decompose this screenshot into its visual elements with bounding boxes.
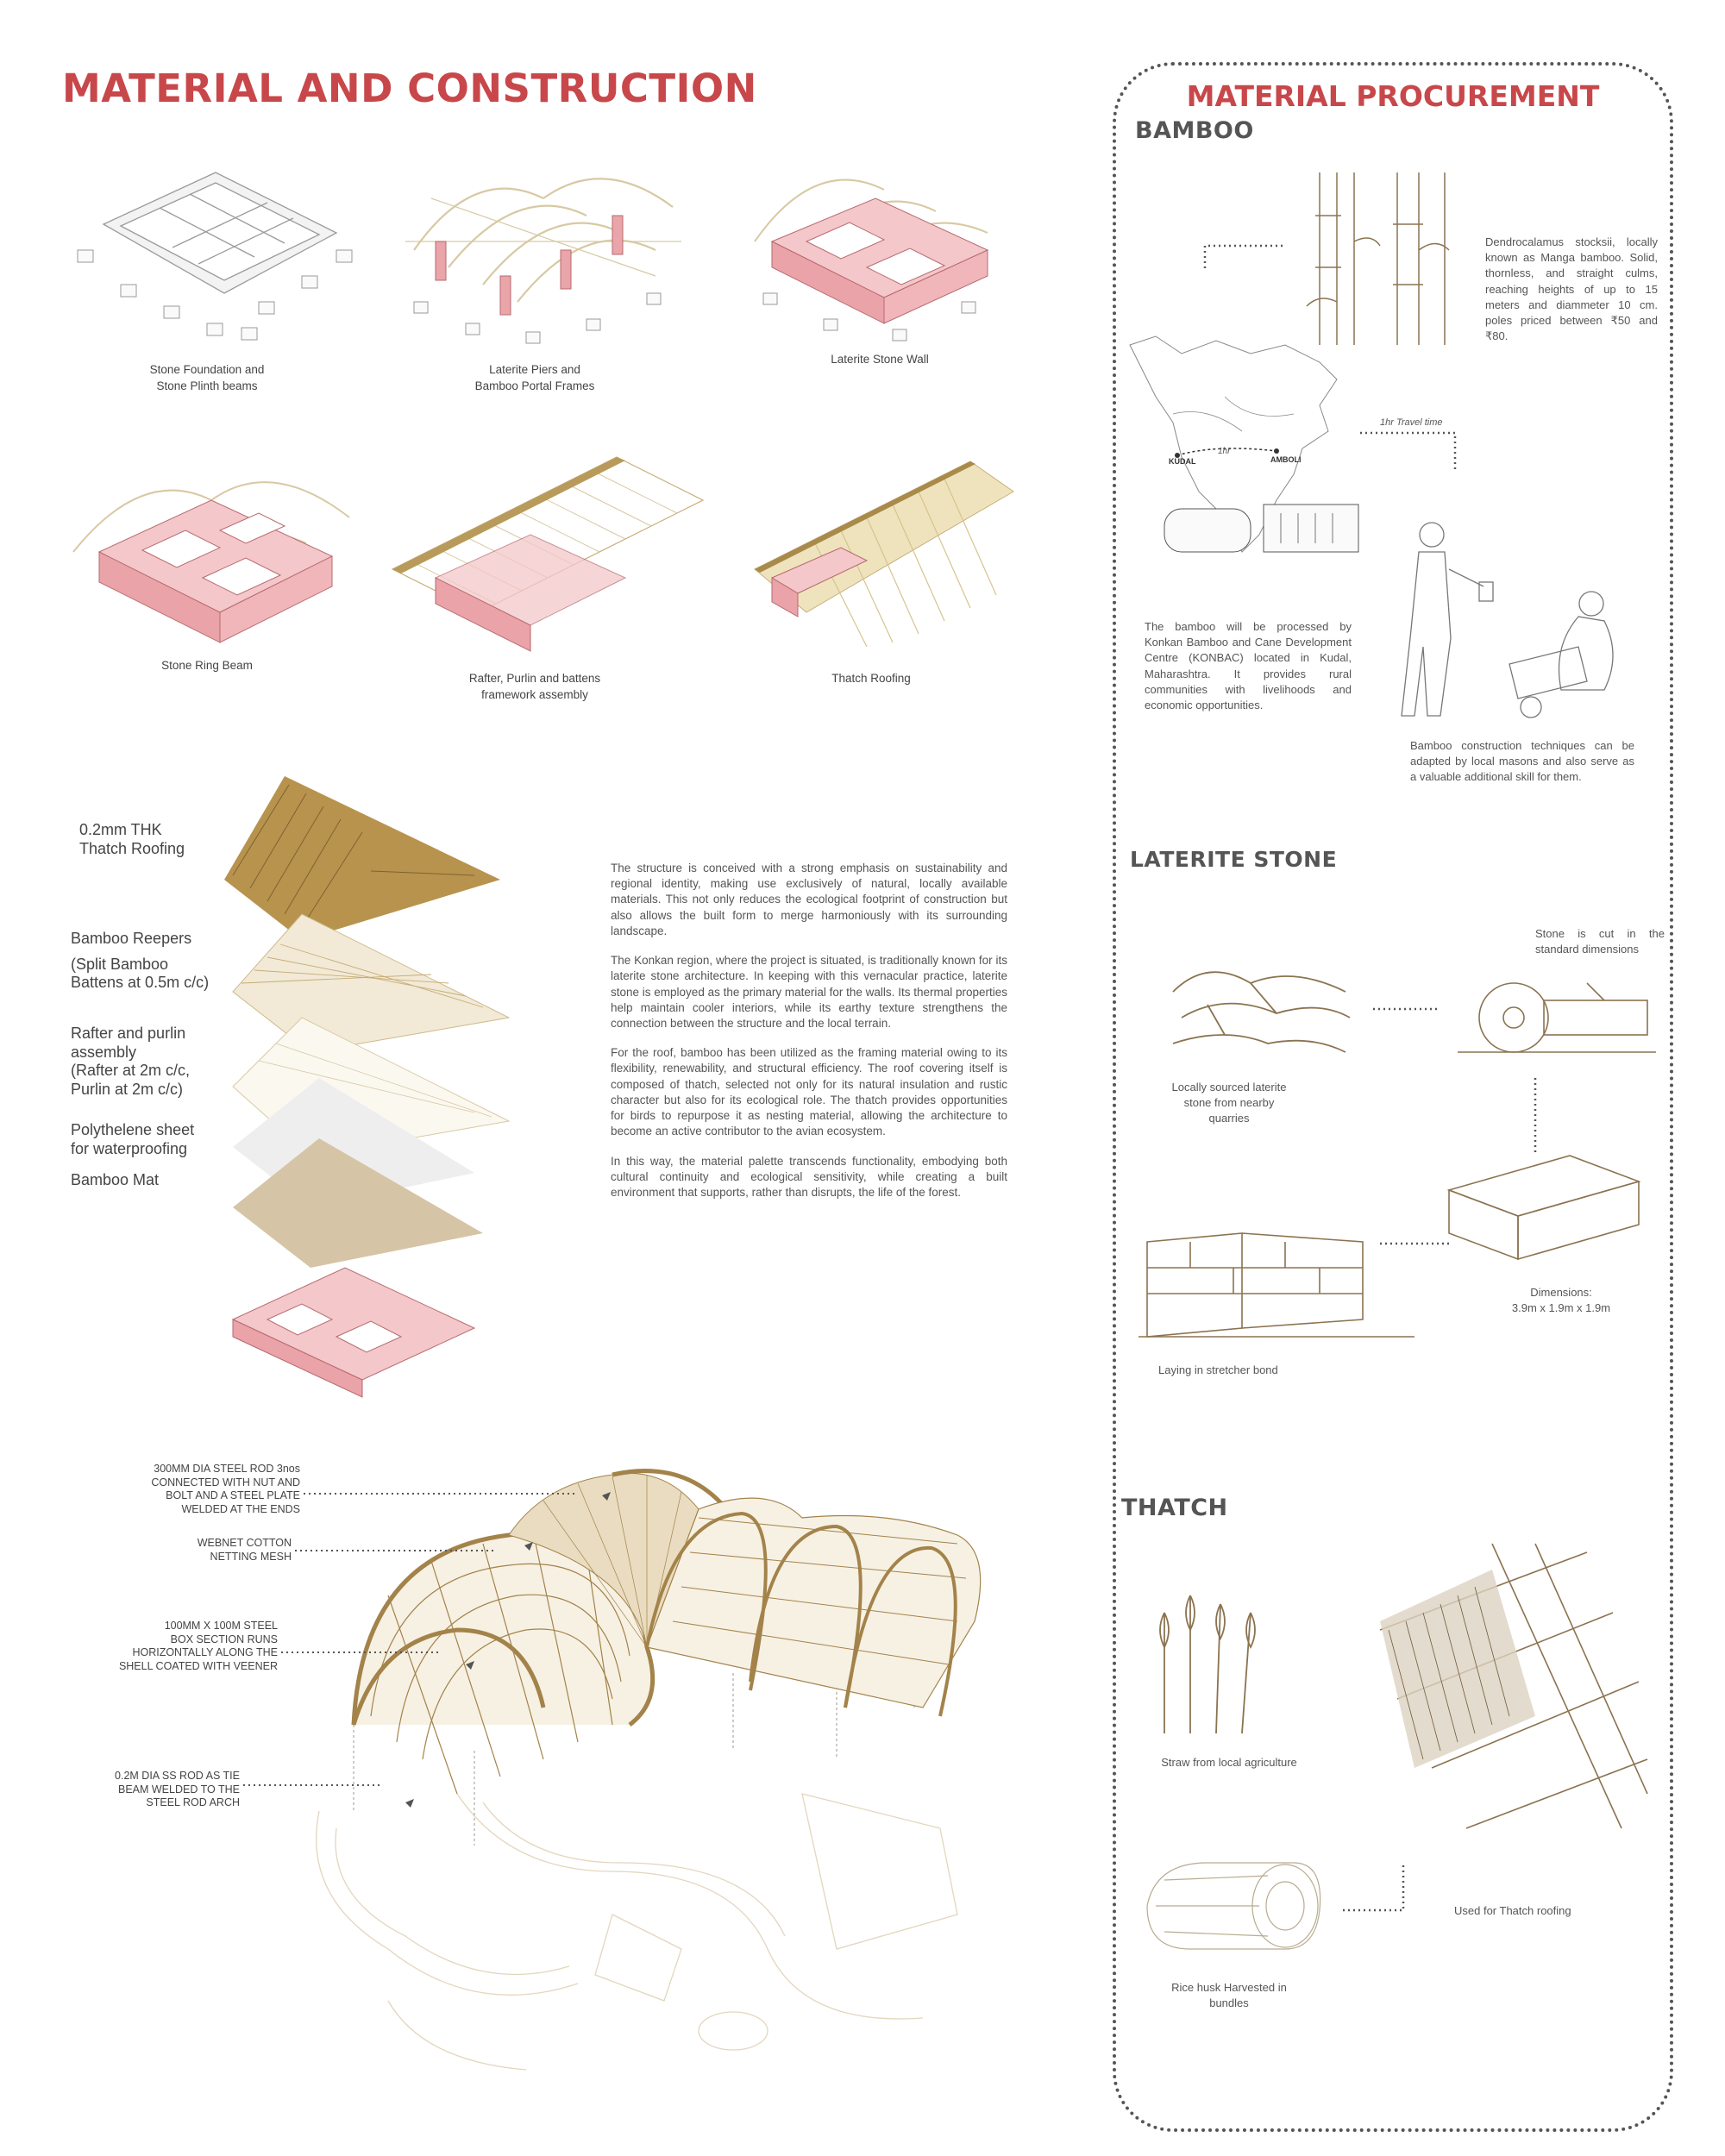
stage-caption-rafter: Rafter, Purlin and battens framework ass… (468, 672, 601, 701)
stage-caption-piers: Laterite Piers and Bamboo Portal Frames (474, 363, 595, 392)
quarry-drawing (1172, 971, 1351, 1053)
laterite-heading: LATERITE STONE (1130, 847, 1338, 872)
stretcher-bond-note: Laying in stretcher bond (1158, 1363, 1278, 1376)
stage-caption-wall: Laterite Stone Wall (831, 353, 929, 366)
map-label-kudal: KUDAL (1169, 457, 1196, 466)
map-label-route: 1hr (1218, 447, 1231, 456)
stone-cutter-drawing (1458, 982, 1656, 1053)
straw-note: Straw from local agriculture (1161, 1756, 1297, 1769)
travel-time-label: 1hr Travel time (1380, 417, 1443, 428)
stage-piers-drawing (405, 178, 681, 344)
thatch-heading: THATCH (1121, 1495, 1228, 1521)
paragraph: The structure is conceived with a strong… (611, 862, 1007, 937)
procurement-panel (1113, 62, 1673, 2132)
bamboo-culms-drawing (1306, 172, 1450, 345)
callout-box-section: 100MM X 100M STEEL BOX SECTION RUNS HORI… (118, 1620, 278, 1672)
laterite-block-drawing (1446, 1155, 1641, 1261)
map-label-amboli: AMBOLI (1270, 455, 1302, 464)
layer-label-mat: Bamboo Mat (71, 1171, 160, 1188)
stage-rafter-drawing (391, 456, 705, 652)
bamboo-connector (1203, 244, 1285, 268)
stone-cut-note: Stone is cut in the standard dimensions (1535, 927, 1665, 956)
masons-drawing (1401, 522, 1614, 718)
thatch-roof-drawing (1379, 1543, 1648, 1829)
stone-sourced-note: Locally sourced laterite stone from near… (1171, 1081, 1287, 1125)
paragraph: For the roof, bamboo has been utilized a… (611, 1046, 1007, 1138)
procurement-title: MATERIAL PROCUREMENT (1186, 79, 1600, 113)
travel-connector (1360, 431, 1457, 473)
stage-caption-ring-beam: Stone Ring Beam (161, 659, 253, 672)
rice-husk-drawing (1146, 1862, 1321, 1950)
rice-husk-note: Rice husk Harvested in bundles (1171, 1981, 1287, 2010)
stage-caption-thatch: Thatch Roofing (831, 672, 911, 685)
stage-thatch-drawing (754, 461, 1014, 648)
stage-foundation-drawing (77, 172, 353, 341)
layer-label-rafter: Rafter and purlin assembly (Rafter at 2m… (71, 1025, 191, 1098)
konkan-map-drawing (1129, 335, 1359, 553)
mason-skill-note: Bamboo construction techniques can be ad… (1410, 739, 1634, 784)
stretcher-bond-drawing (1138, 1232, 1414, 1338)
callout-tie-beam: 0.2M DIA SS ROD AS TIE BEAM WELDED TO TH… (115, 1770, 240, 1809)
bamboo-heading: BAMBOO (1135, 117, 1254, 144)
konbac-note: The bamboo will be processed by Konkan B… (1145, 620, 1352, 711)
layer-label-reepers: Bamboo Reepers (Split Bamboo Battens at … (71, 930, 210, 992)
layer-label-thatch: 0.2mm THK Thatch Roofing (79, 821, 185, 857)
laterite-connectors (1373, 1007, 1537, 1245)
description-text: The structure is conceived with a strong… (611, 861, 1007, 1200)
exploded-roof-drawing (224, 776, 511, 1398)
straw-drawing (1159, 1595, 1256, 1734)
paragraph: In this way, the material palette transc… (611, 1154, 1007, 1199)
steel-shell-drawing (316, 1469, 982, 2071)
stage-ring-beam-drawing (72, 481, 350, 643)
thatch-used-note: Used for Thatch roofing (1454, 1904, 1571, 1917)
callout-netting: WEBNET COTTON NETTING MESH (197, 1537, 292, 1563)
callout-steel-rod: 300MM DIA STEEL ROD 3nos CONNECTED WITH … (151, 1463, 300, 1515)
stage-wall-drawing (754, 179, 989, 342)
thatch-connector (1343, 1865, 1405, 1912)
paragraph: The Konkan region, where the project is … (611, 954, 1007, 1030)
layer-label-polythene: Polythelene sheet for waterproofing (71, 1121, 195, 1157)
bamboo-species-note: Dendrocalamus stocksii, locally known as… (1485, 235, 1658, 343)
page-title: MATERIAL AND CONSTRUCTION (62, 66, 757, 111)
callout-leaders (243, 1493, 578, 1786)
laterite-dimensions: Dimensions: 3.9m x 1.9m x 1.9m (1511, 1286, 1611, 1315)
stage-caption-foundation: Stone Foundation and Stone Plinth beams (149, 363, 265, 392)
